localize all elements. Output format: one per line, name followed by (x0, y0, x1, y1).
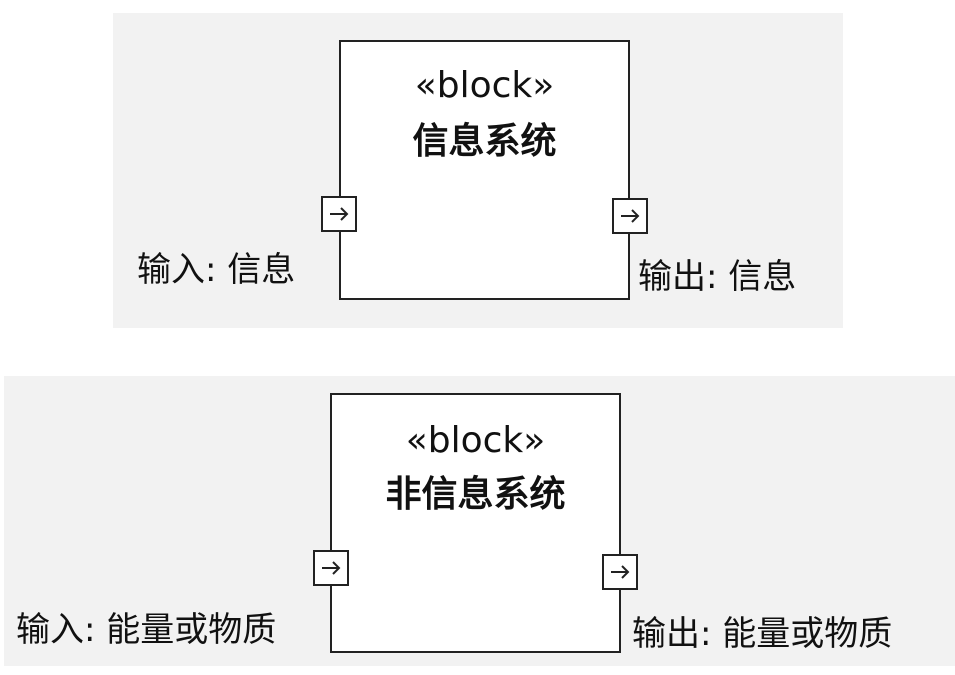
output-port[interactable] (602, 554, 638, 590)
input-port[interactable] (321, 196, 357, 232)
block-name: 非信息系统 (385, 474, 566, 515)
block-information-system[interactable]: «block» 信息系统 (339, 40, 630, 300)
output-label: 输出: 信息 (638, 257, 797, 297)
arrow-right-icon (322, 561, 341, 575)
block-stereotype: «block» (414, 65, 555, 106)
arrow-right-icon (611, 565, 630, 579)
block-name: 信息系统 (412, 121, 557, 162)
arrow-right-icon (330, 207, 349, 221)
input-label: 输入: 能量或物质 (16, 610, 277, 650)
input-port[interactable] (313, 550, 349, 586)
output-label: 输出: 能量或物质 (632, 614, 893, 654)
output-port[interactable] (612, 198, 648, 234)
block-non-information-system[interactable]: «block» 非信息系统 (330, 393, 621, 653)
arrow-right-icon (621, 209, 640, 223)
block-stereotype: «block» (405, 420, 546, 461)
input-label: 输入: 信息 (137, 250, 296, 290)
